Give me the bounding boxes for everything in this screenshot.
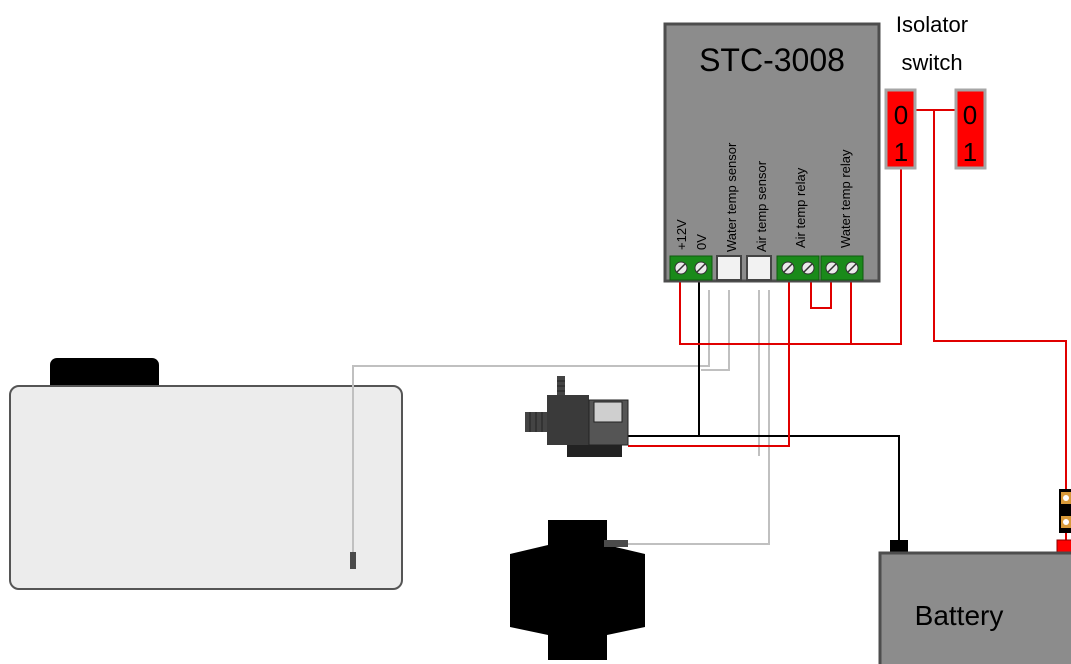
water-pump-icon [525, 376, 629, 457]
isolator-switch-right [954, 88, 987, 170]
switch-left-off: 0 [894, 100, 908, 130]
isolator-label-line1: Isolator [896, 12, 968, 37]
water-sensor-wire-b [701, 290, 730, 371]
label-air-sensor: Air temp sensor [754, 160, 769, 252]
air-temp-probe-icon [604, 540, 628, 547]
inline-fuse-icon [1059, 489, 1071, 533]
water-relay-terminal-block [820, 255, 864, 281]
switch-right-on: 1 [963, 137, 977, 167]
label-water-relay: Water temp relay [838, 149, 853, 248]
battery-positive-wire [933, 110, 1067, 489]
label-water-sensor: Water temp sensor [724, 142, 739, 252]
battery-negative-terminal [890, 540, 908, 553]
negative-wires [626, 278, 900, 541]
positive-wires [628, 109, 1067, 541]
isolator-label-line2: switch [901, 50, 962, 75]
air-sensor-socket [746, 255, 772, 281]
controller-title: STC-3008 [699, 42, 845, 78]
label-plus12v: +12V [674, 219, 689, 250]
pipe-fitting-icon [510, 520, 645, 660]
label-air-relay: Air temp relay [793, 167, 808, 248]
switch-right-off: 0 [963, 100, 977, 130]
water-temp-probe-icon [350, 552, 356, 569]
battery-negative-wire [626, 435, 900, 541]
isolator-switch: Isolator switch 0 1 0 1 [884, 12, 987, 170]
relay-jumper [810, 278, 832, 309]
controller-body [663, 22, 881, 283]
battery-positive-terminal [1056, 539, 1071, 554]
isolator-switch-left [884, 88, 917, 170]
stc-3008-controller: STC-3008 +12V 0V Water temp sensor Air t… [663, 22, 881, 283]
water-tank [9, 358, 403, 590]
plus12v-wire [679, 168, 902, 345]
battery: Battery [878, 539, 1071, 664]
power-terminal-block [669, 255, 713, 281]
air-sensor-wire-b [608, 290, 770, 545]
water-sensor-socket [716, 255, 742, 281]
air-relay-to-pump [628, 278, 790, 447]
label-zero-v: 0V [694, 234, 709, 250]
switch-left-on: 1 [894, 137, 908, 167]
air-relay-terminal-block [776, 255, 820, 281]
tank-body [9, 385, 403, 590]
battery-label: Battery [915, 600, 1004, 631]
battery-body [878, 551, 1071, 664]
